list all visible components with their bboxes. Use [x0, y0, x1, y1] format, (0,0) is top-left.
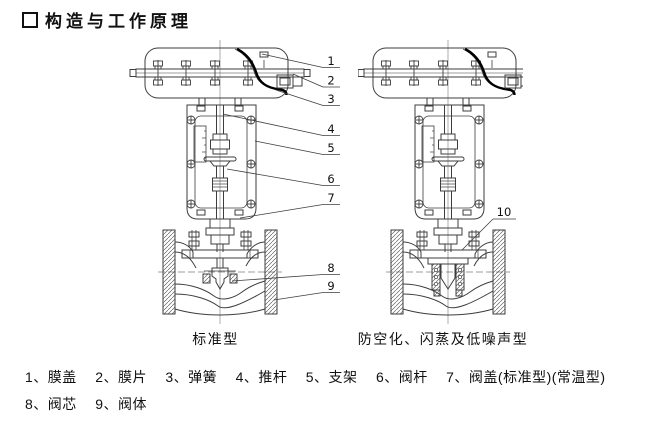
cage-and-plug [427, 257, 469, 297]
callout-6: 6 [226, 168, 340, 186]
anticavitation-valve-drawing [358, 40, 523, 324]
legend-item: 3、弹簧 [165, 369, 218, 385]
callout-4: 4 [222, 113, 340, 136]
legend-item: 9、阀体 [95, 396, 147, 412]
svg-text:7: 7 [327, 191, 334, 205]
svg-text:8: 8 [327, 261, 334, 275]
callout-10: 10 [461, 205, 516, 251]
caption-anticavitation-type: 防空化、闪蒸及低噪声型 [357, 331, 529, 347]
callout-1: 1 [261, 53, 340, 68]
legend-item: 6、阀杆 [375, 369, 428, 385]
callout-2: 2 [292, 74, 340, 88]
parts-legend: 1、膜盖 2、膜片 3、弹簧 4、推杆 5、支架 6、阀杆 7、阀盖(标准型)(… [25, 364, 650, 418]
svg-text:1: 1 [327, 54, 334, 68]
legend-row-1: 1、膜盖 2、膜片 3、弹簧 4、推杆 5、支架 6、阀杆 7、阀盖(标准型)(… [25, 364, 650, 391]
section-title-text: 构造与工作原理 [45, 12, 192, 31]
standard-valve-diagram: 1 2 3 4 5 6 7 [128, 40, 340, 324]
caption-standard-type: 标准型 [192, 331, 239, 347]
svg-text:4: 4 [327, 122, 334, 136]
yoke-assembly [415, 105, 484, 219]
legend-item: 1、膜盖 [25, 369, 77, 385]
legend-item: 7、阀盖(标准型)(常温型) [446, 369, 606, 385]
legend-item: 2、膜片 [95, 369, 147, 385]
svg-text:2: 2 [327, 74, 334, 88]
callout-3: 3 [275, 89, 340, 106]
svg-text:5: 5 [327, 141, 334, 155]
callout-5: 5 [254, 140, 340, 155]
standard-valve-drawing [130, 40, 310, 324]
legend-row-2: 8、阀芯 9、阀体 [25, 391, 650, 418]
svg-text:6: 6 [327, 172, 334, 186]
callout-8: 8 [231, 261, 340, 282]
callout-9: 9 [273, 279, 340, 301]
plug-and-seat [202, 258, 238, 291]
yoke-assembly [187, 105, 256, 219]
legend-item: 5、支架 [305, 369, 358, 385]
square-bullet-icon [22, 11, 38, 28]
svg-text:3: 3 [327, 92, 334, 106]
anticavitation-valve-diagram: 10 [358, 40, 523, 324]
callout-7: 7 [239, 191, 340, 219]
svg-text:9: 9 [327, 279, 334, 293]
legend-item: 4、推杆 [235, 369, 288, 385]
section-title: 构造与工作原理 [22, 7, 192, 32]
legend-item: 8、阀芯 [25, 396, 77, 412]
callout-labels: 1 2 3 4 5 6 7 [222, 53, 340, 301]
actuator-assembly [358, 48, 523, 105]
svg-text:10: 10 [497, 205, 512, 219]
